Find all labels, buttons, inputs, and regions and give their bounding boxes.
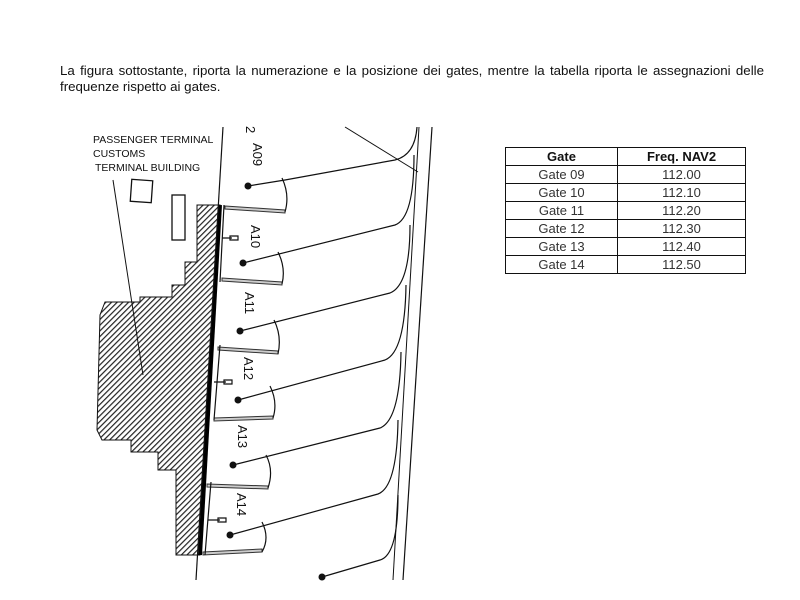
gate-cell: Gate 13	[505, 237, 618, 256]
gate-cell: Gate 11	[505, 201, 618, 220]
gate-label-a13: A13	[235, 425, 250, 448]
terminal-building	[96, 204, 221, 556]
caption-line-3: TERMINAL BUILDING	[95, 162, 200, 174]
gate-label-a09: A09	[250, 143, 265, 166]
gate-layout-diagram: PASSENGER TERMINAL CUSTOMS TERMINAL BUIL…	[93, 126, 433, 581]
freq-cell: 112.50	[617, 255, 746, 274]
freq-cell: 112.20	[617, 201, 746, 220]
gate-label-a12: A12	[241, 357, 256, 380]
freq-cell: 112.00	[617, 165, 746, 184]
gate-label-a10: A10	[248, 225, 263, 248]
header-gate: Gate	[505, 147, 618, 166]
freq-cell: 112.10	[617, 183, 746, 202]
table-header-row: Gate Freq. NAV2	[505, 147, 746, 166]
freq-cell: 112.30	[617, 219, 746, 238]
top-label: 2	[243, 126, 258, 133]
header-freq: Freq. NAV2	[617, 147, 746, 166]
caption-line-1: PASSENGER TERMINAL	[93, 134, 214, 146]
gate-label-a11: A11	[242, 292, 257, 314]
intro-paragraph: La figura sottostante, riporta la numera…	[60, 63, 764, 95]
freq-cell: 112.40	[617, 237, 746, 256]
gate-label-a14: A14	[234, 493, 249, 516]
gate-cell: Gate 09	[505, 165, 618, 184]
gate-cell: Gate 12	[505, 219, 618, 238]
gate-cell: Gate 14	[505, 255, 618, 274]
gate-cell: Gate 10	[505, 183, 618, 202]
caption-line-2: CUSTOMS	[93, 148, 145, 160]
